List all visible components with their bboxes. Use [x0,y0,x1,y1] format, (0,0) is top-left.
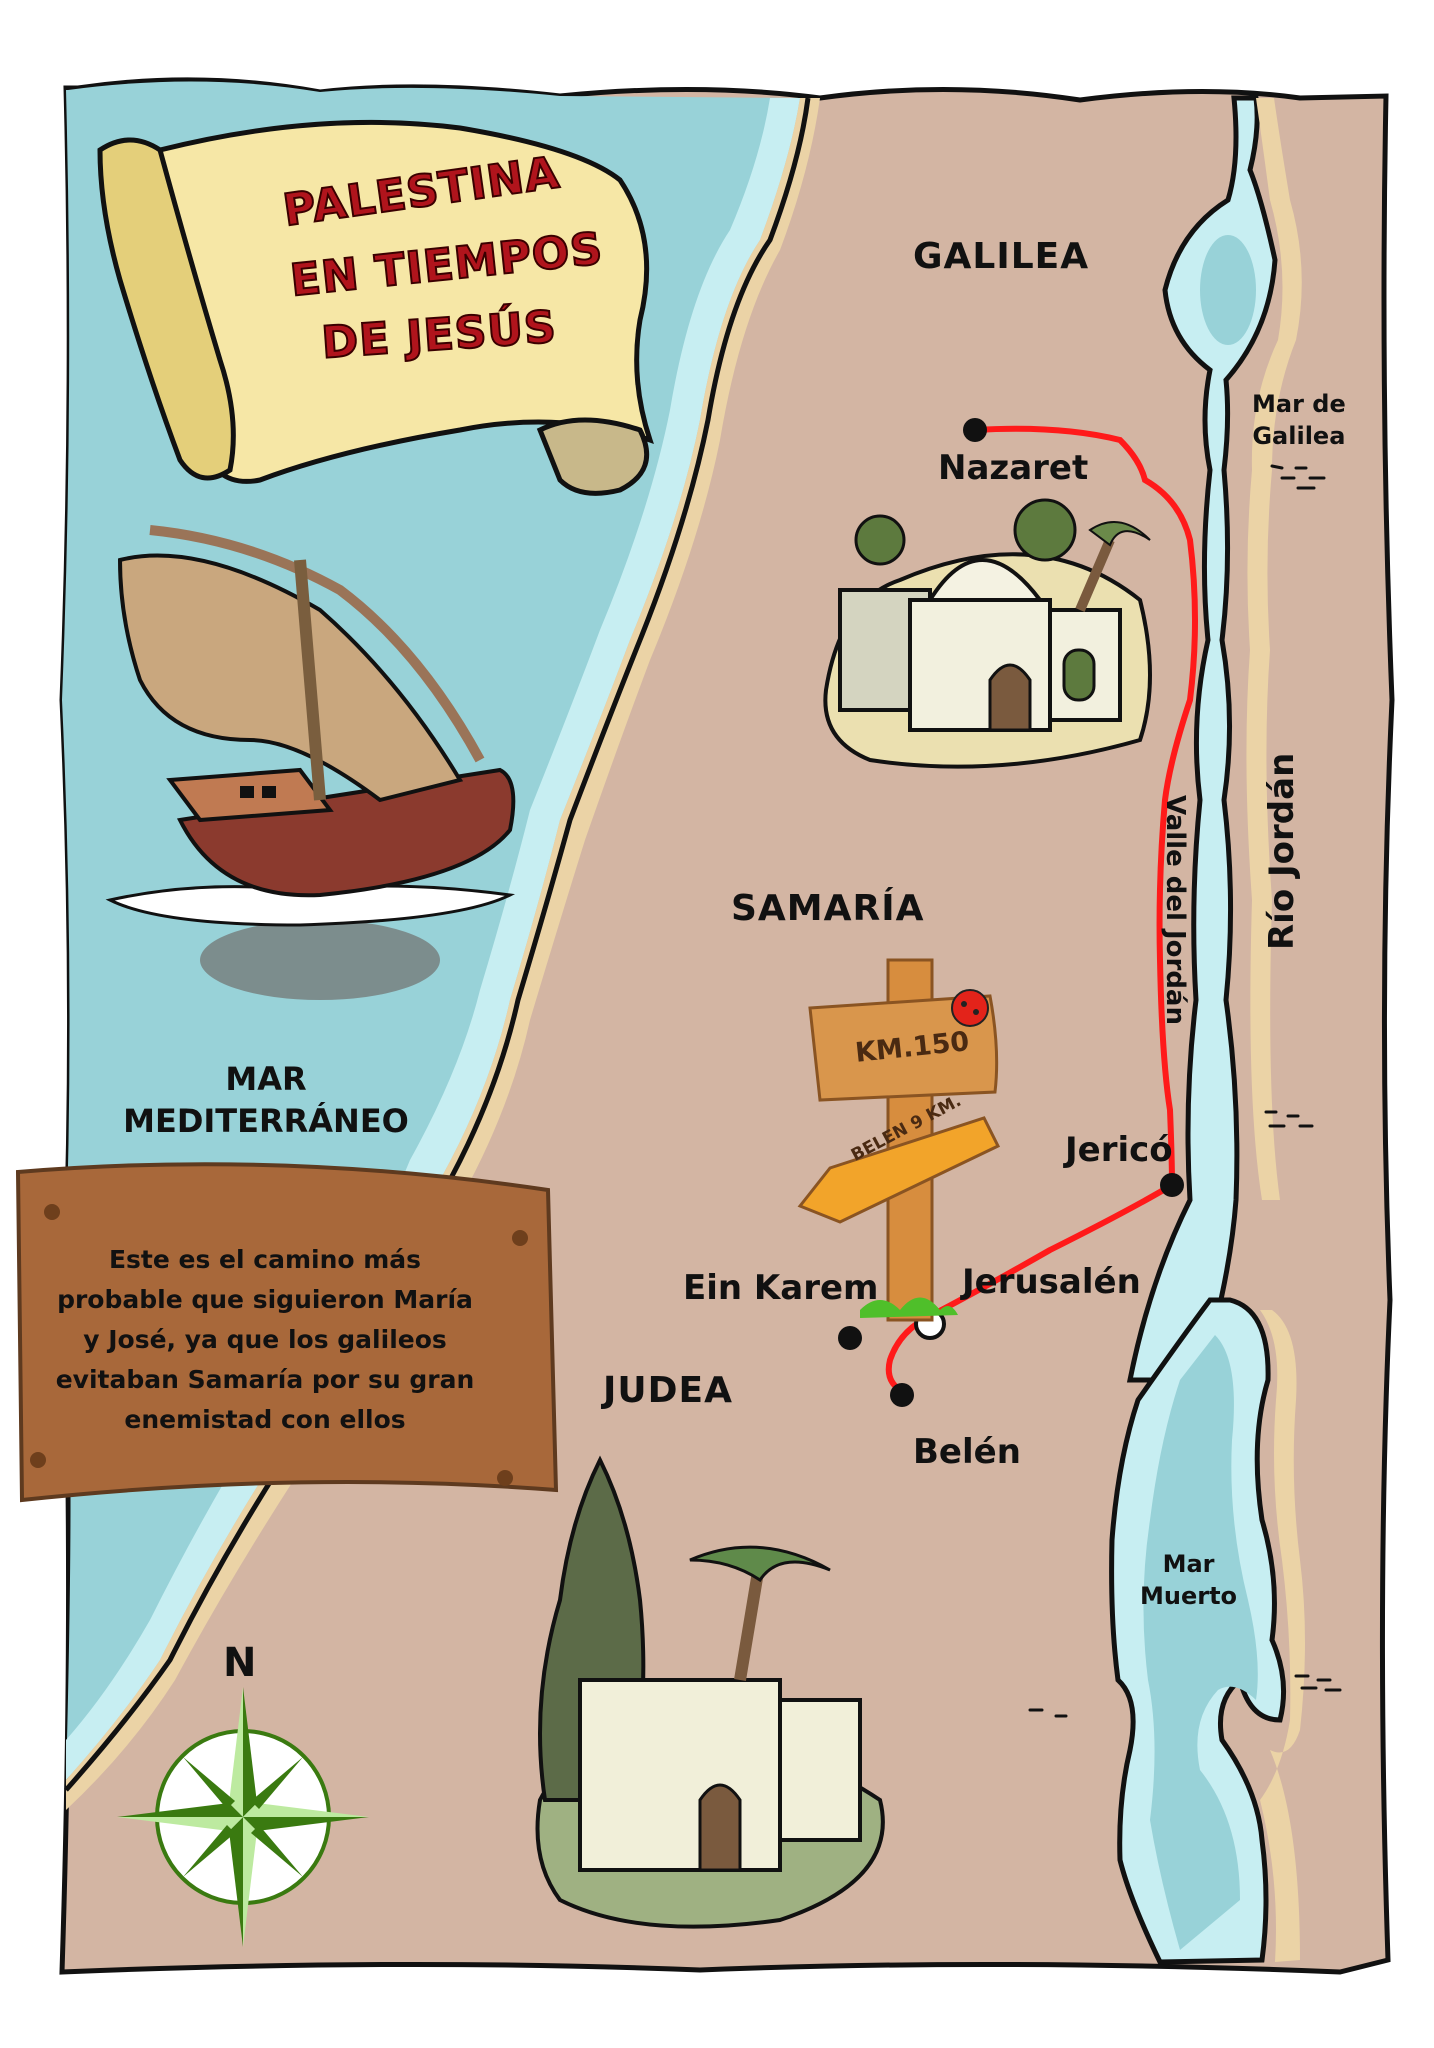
dot-ein-karem [838,1326,862,1350]
shallow-water [66,98,800,1780]
plaque-line-3: y José, ya que los galileos [83,1325,447,1354]
city-ein-karem: Ein Karem [683,1268,879,1308]
ship-illustration [105,525,516,1000]
title-scroll [97,119,654,496]
city-nazaret: Nazaret [938,448,1089,488]
mediterraneo-line-2: MEDITERRÁNEO [123,1102,409,1140]
route-path [885,425,1198,1393]
label-mar-mediterraneo: MAR MEDITERRÁNEO [96,1058,436,1142]
sea-of-galilee-deep [1200,235,1256,345]
plaque-line-1: Este es el camino más [108,1245,422,1274]
label-mar-de-galilea: Mar de Galilea [1252,388,1346,452]
jordan-sand-bank [1246,98,1302,1200]
region-galilea: GALILEA [913,236,1090,277]
southern-village-illustration [535,1455,885,1929]
mar-muerto-line-1: Mar [1162,1550,1215,1578]
dot-belen [890,1383,914,1407]
wave-marks [1028,464,1342,1718]
label-valle-del-jordan: Valle del Jordán [1160,795,1190,1025]
compass-north-label: N [223,1640,257,1686]
mar-galilea-line-1: Mar de [1252,390,1346,418]
plaque-line-2: probable que siguieron María [57,1285,473,1314]
plaque-line-5: enemistad con ellos [124,1405,406,1434]
city-jerusalen: Jerusalén [962,1262,1141,1302]
region-judea: JUDEA [603,1370,733,1411]
plaque-line-4: evitaban Samaría por su gran [55,1365,475,1394]
compass-rose [117,1687,369,1947]
signpost-illustration [797,958,1001,1322]
mar-galilea-line-2: Galilea [1252,422,1346,450]
coastline [64,97,811,1792]
dot-jerico [1160,1173,1184,1197]
dead-sea-deep [1143,1335,1258,1950]
city-belen: Belén [913,1432,1021,1472]
label-mar-muerto: Mar Muerto [1140,1548,1237,1612]
label-rio-jordan: Río Jordán [1262,752,1302,950]
mar-muerto-line-2: Muerto [1140,1582,1238,1610]
dead-sea-sand [1260,1310,1305,1962]
dot-nazaret [963,418,987,442]
coast-sand [66,98,820,1810]
plaque-text: Este es el camino más probable que sigui… [40,1240,490,1440]
mediterraneo-line-1: MAR [225,1060,307,1098]
jordan-river-north [1126,95,1278,1383]
region-samaria: SAMARÍA [731,888,925,929]
city-jerico: Jericó [1065,1130,1173,1170]
wood-plaque [15,1162,559,1503]
nazaret-village-illustration [823,498,1152,769]
